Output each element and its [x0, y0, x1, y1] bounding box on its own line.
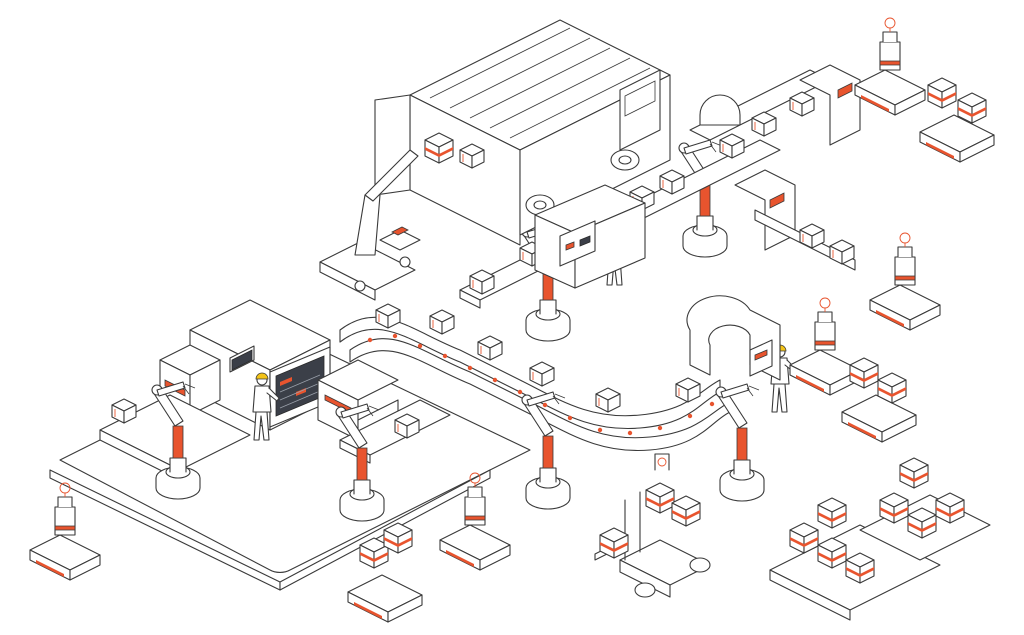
scanner-gate-right	[734, 169, 856, 271]
agv-cart-right	[841, 357, 917, 443]
curved-conveyor	[339, 303, 731, 452]
agv-right-mid	[869, 232, 941, 331]
assembly-station-left	[99, 299, 451, 481]
forklift	[594, 453, 711, 598]
delivery-truck	[374, 19, 671, 246]
conveyor-orange-dots	[367, 333, 715, 436]
robotic-arm-4	[715, 383, 765, 502]
robotic-arm-6	[678, 139, 728, 258]
agv-top-right	[854, 17, 926, 116]
scanner-gate-upper	[699, 64, 861, 146]
control-kiosk-center	[534, 184, 646, 289]
pallet-stacks	[769, 457, 991, 621]
truck-loading-robot	[319, 149, 421, 301]
scanner-gate-mid	[686, 295, 781, 381]
agv-cart-top-right	[919, 77, 995, 163]
agv-cart-bottom	[347, 522, 423, 623]
